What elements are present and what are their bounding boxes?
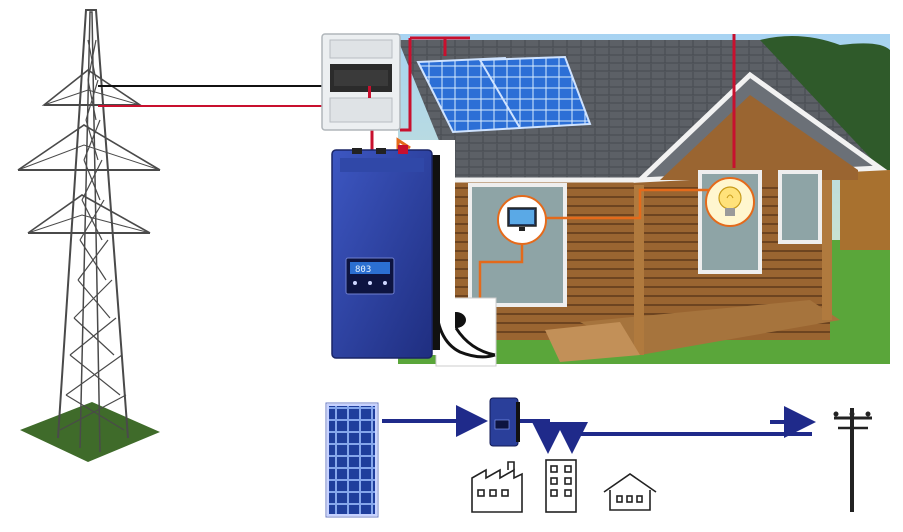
roof-panel-right bbox=[478, 55, 592, 130]
porch-deck bbox=[580, 300, 840, 355]
fence bbox=[840, 170, 890, 250]
gable-wood bbox=[660, 95, 858, 180]
office-building-icon bbox=[545, 459, 577, 513]
porch-post-2 bbox=[822, 180, 832, 320]
flow-diagram bbox=[325, 397, 872, 518]
tower-ground-patch bbox=[20, 402, 160, 462]
factory-icon bbox=[471, 461, 523, 513]
utility-pole-icon bbox=[833, 408, 872, 512]
flow-solar-panel-icon bbox=[325, 402, 379, 518]
window-left bbox=[468, 183, 567, 307]
transmission-tower-icon bbox=[17, 9, 161, 462]
inverter-display-reading: 803 bbox=[355, 265, 371, 275]
solar-panel-icon bbox=[416, 55, 592, 134]
porch-steps bbox=[545, 322, 640, 362]
window-far-right bbox=[778, 170, 822, 244]
flow-inverter-icon bbox=[489, 397, 520, 447]
grid-tie-inverter-icon: 803 bbox=[331, 137, 496, 359]
light-bulb-icon bbox=[705, 177, 755, 227]
porch-post-1 bbox=[634, 185, 644, 355]
flow-arrow-inverter-to-office bbox=[520, 419, 564, 454]
tv-icon bbox=[497, 195, 547, 245]
flow-arrow-grid-to-office bbox=[556, 422, 812, 454]
house-wiring bbox=[400, 34, 736, 300]
home-icon bbox=[603, 473, 657, 511]
breaker-box-icon bbox=[321, 33, 401, 150]
